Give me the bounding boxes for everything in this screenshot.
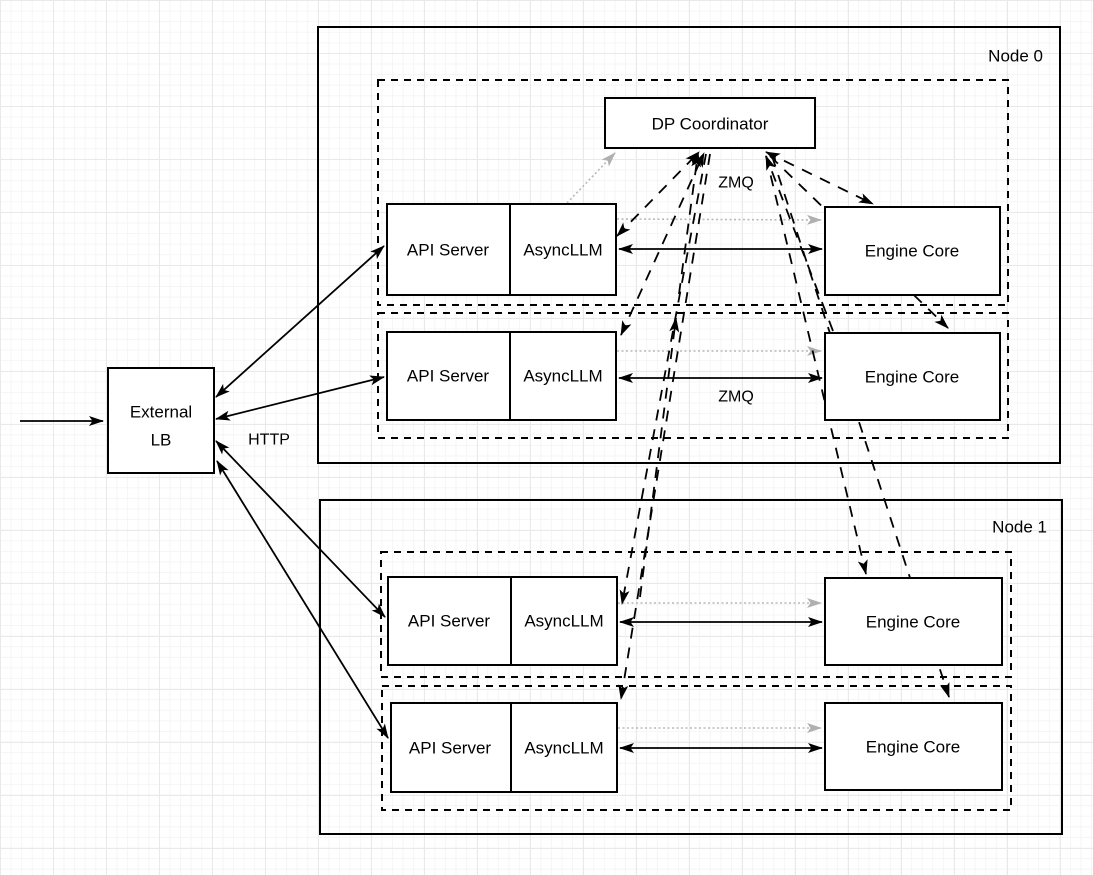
node0-row2-enginecore-label: Engine Core [865, 368, 960, 387]
node0-row1-enginecore-box [824, 206, 1001, 296]
node1-row1-enginecore-label: Engine Core [866, 613, 961, 632]
coordinator-to-node1-row2-async-dashed-arrow [618, 153, 711, 700]
node1-row1-asyncllm-label: AsyncLLM [524, 612, 603, 631]
node1-async-coordinator-dashed-arrow [678, 152, 702, 295]
node1-label: Node 1 [992, 518, 1047, 537]
node0-row1-dotted-arrow [616, 214, 822, 225]
node0-row1-asyncllm-label: AsyncLLM [523, 241, 602, 260]
node0-container [317, 26, 1061, 464]
dp-coordinator-box [604, 97, 816, 149]
node0-row2-apiserver-box [386, 331, 617, 421]
node1-row1-apiserver-box [387, 576, 618, 666]
external-lb-label-line2: LB [151, 431, 172, 450]
node0-row1-apiserver-label: API Server [407, 241, 490, 260]
lb-to-node1-row2-arrow [216, 460, 389, 739]
coordinator-to-node1-row1-async-dashed-arrow [619, 153, 707, 605]
node0-row1-async-to-coordinator-dotted-arrow [566, 152, 616, 204]
http-label: HTTP [248, 432, 290, 449]
node0-row1-enginecore-label: Engine Core [865, 242, 960, 261]
node1-row1-apiserver-label: API Server [408, 612, 491, 631]
node1-row2-asyncllm-label: AsyncLLM [524, 739, 603, 758]
external-lb-box [107, 367, 215, 474]
node0-row2-async-coordinator-dashed-arrow [620, 152, 705, 336]
node0-row2-apiserver-label: API Server [407, 367, 490, 386]
node0-row2-asyncllm-label: AsyncLLM [523, 367, 602, 386]
lb-to-node0-row2-arrow [215, 375, 385, 421]
node0-row2-enginecore-box [824, 332, 1001, 421]
dp-coordinator-label: DP Coordinator [652, 115, 769, 134]
node1-replica2-group [381, 685, 1012, 811]
zmq-coordinator-label: ZMQ [718, 175, 754, 192]
node1-row2-apiserver-label: API Server [409, 739, 492, 758]
lb-to-node0-row1-arrow [215, 245, 385, 398]
node1-row2-enginecore-label: Engine Core [866, 738, 961, 757]
lb-to-node1-row1-arrow [215, 440, 386, 618]
node0-label: Node 0 [988, 47, 1043, 66]
node1-row2-enginecore-box [824, 702, 1003, 791]
node1-row2-apiserver-box [390, 702, 618, 793]
zmq-row2-label: ZMQ [718, 389, 754, 406]
node1-row1-enginecore-box [824, 577, 1003, 666]
node0-row2-engine-to-coordinator-dashed-arrow [765, 155, 834, 332]
node0-row1-apiserver-box [386, 203, 617, 296]
coordinator-to-node1-row2-engine-dashed-arrow [771, 155, 950, 698]
external-lb-label-line1: External [130, 403, 192, 422]
node0-row1-async-coordinator-dashed-arrow [616, 151, 700, 237]
